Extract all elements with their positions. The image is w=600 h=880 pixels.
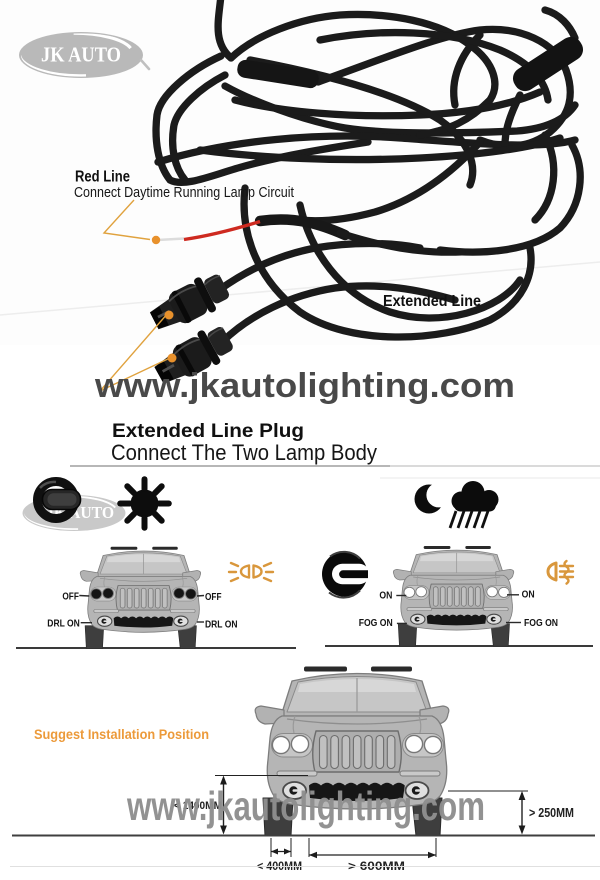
svg-text:Suggest Installation Position: Suggest Installation Position: [34, 727, 209, 742]
svg-text:DRL ON: DRL ON: [47, 618, 80, 630]
svg-text:< 1400MM: < 1400MM: [174, 800, 222, 812]
svg-text:Extended Line Plug: Extended Line Plug: [112, 421, 304, 442]
svg-text:JK AUTO: JK AUTO: [41, 42, 121, 66]
svg-text:www.jkautolighting.com: www.jkautolighting.com: [94, 367, 515, 405]
svg-text:Extended Line: Extended Line: [383, 293, 481, 310]
svg-text:ON: ON: [522, 589, 535, 601]
svg-text:> 250MM: > 250MM: [529, 806, 574, 820]
svg-text:www.jkautolighting.com: www.jkautolighting.com: [126, 783, 485, 829]
svg-text:FOG ON: FOG ON: [524, 617, 558, 629]
svg-text:OFF: OFF: [62, 591, 79, 603]
svg-text:OFF: OFF: [205, 591, 222, 603]
svg-text:Red Line: Red Line: [75, 169, 130, 186]
svg-text:Connect Daytime Running Lamp C: Connect Daytime Running Lamp Circuit: [74, 184, 295, 201]
svg-text:DRL ON: DRL ON: [205, 619, 238, 631]
svg-text:Connect The Two Lamp Body: Connect The Two Lamp Body: [111, 440, 377, 465]
svg-text:ON: ON: [379, 590, 392, 602]
svg-text:FOG ON: FOG ON: [359, 617, 393, 629]
